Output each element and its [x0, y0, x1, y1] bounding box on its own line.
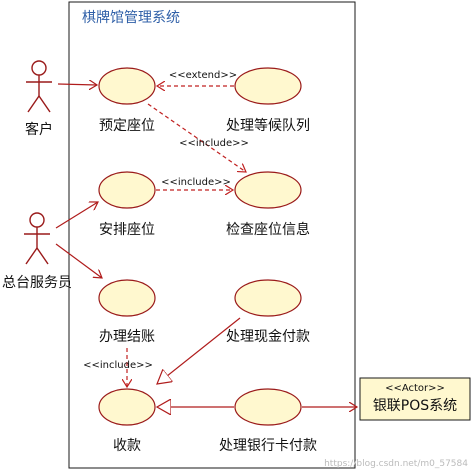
include-label-reserve-check: <<include>> [179, 138, 249, 149]
pos-system-name: 银联POS系统 [373, 398, 457, 414]
assoc-frontdesk-arrange [55, 202, 98, 229]
actor-front-desk[interactable]: 总台服务员 [2, 212, 72, 291]
use-case-handle-queue[interactable]: 处理等候队列 [226, 67, 310, 134]
watermark-text: https://blog.csdn.net/m0_57584 [324, 459, 468, 469]
use-case-check-seat-info[interactable]: 检查座位信息 [226, 171, 310, 238]
include-label-checkout-collect: <<include>> [83, 360, 153, 371]
extend-label: <<extend>> [169, 70, 237, 81]
use-case-reserve-seat-label: 预定座位 [99, 118, 155, 134]
assoc-customer-reserve [57, 84, 97, 85]
use-case-handle-queue-label: 处理等候队列 [226, 117, 310, 134]
include-arrow-reserve-check [147, 103, 246, 172]
use-case-check-seat-info-label: 检查座位信息 [226, 221, 310, 238]
assoc-frontdesk-checkout [55, 243, 102, 278]
actor-front-desk-label: 总台服务员 [2, 275, 72, 291]
include-label-arrange-check: <<include>> [161, 177, 231, 188]
system-title: 棋牌馆管理系统 [82, 9, 180, 26]
customer-stick-figure-icon [26, 60, 52, 113]
actor-customer-label: 客户 [25, 121, 53, 138]
front-desk-stick-figure-icon [24, 212, 50, 265]
actor-customer[interactable]: 客户 [25, 60, 53, 138]
pos-system-box [359, 377, 471, 421]
use-case-checkout-label: 办理结账 [99, 329, 155, 345]
use-case-bank-card-payment-label: 处理银行卡付款 [219, 438, 317, 454]
use-case-collect-payment[interactable]: 收款 [98, 388, 156, 454]
use-case-cash-payment[interactable]: 处理现金付款 [226, 279, 310, 345]
use-case-arrange-seat-label: 安排座位 [99, 222, 155, 238]
use-case-reserve-seat[interactable]: 预定座位 [98, 67, 156, 134]
use-case-cash-payment-label: 处理现金付款 [226, 329, 310, 345]
actor-pos-system[interactable]: <<Actor>> 银联POS系统 [359, 377, 471, 421]
generalization-cash-collect [157, 317, 241, 384]
use-case-collect-payment-label: 收款 [113, 438, 141, 454]
pos-system-stereotype: <<Actor>> [385, 383, 445, 394]
use-case-bank-card-payment[interactable]: 处理银行卡付款 [219, 388, 317, 454]
use-case-arrange-seat[interactable]: 安排座位 [98, 171, 156, 238]
use-case-checkout[interactable]: 办理结账 [98, 279, 156, 345]
